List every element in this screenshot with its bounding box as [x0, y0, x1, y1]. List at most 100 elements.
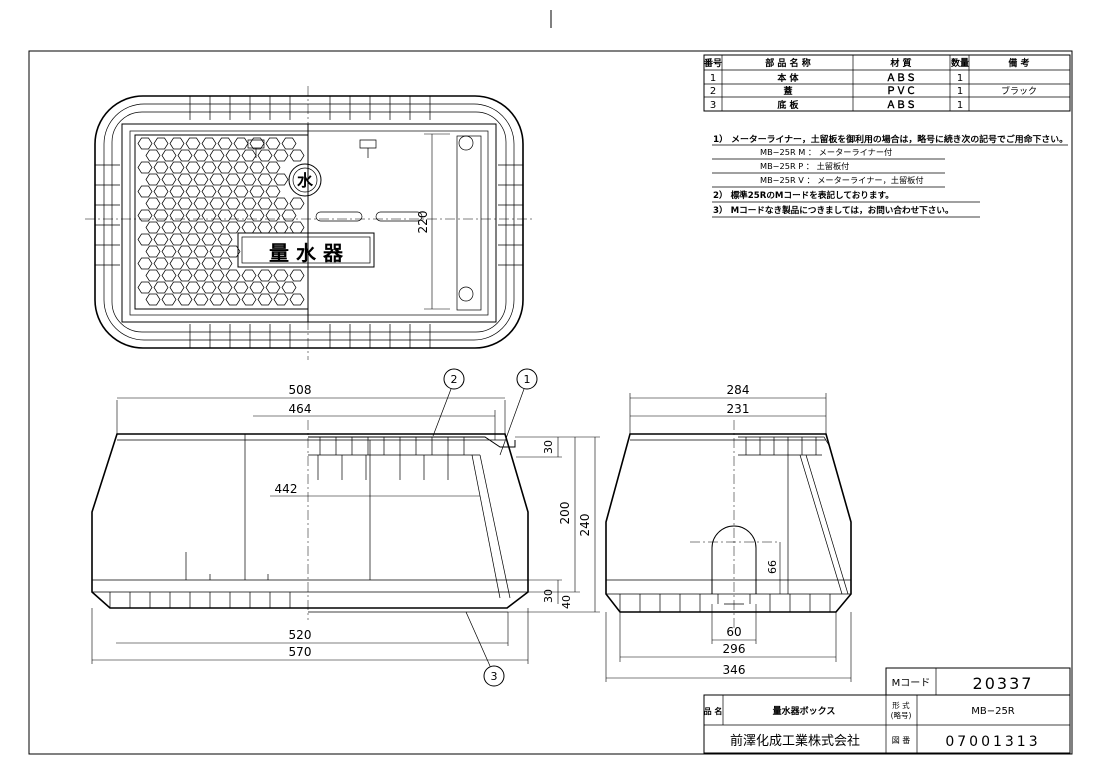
lid-hex-cell: [217, 281, 233, 294]
note-1-v: MB−25R V ： メーターライナー，土留板付: [760, 175, 924, 185]
note-1-p: MB−25R P ： 土留板付: [760, 161, 849, 171]
lid-hex-cell: [249, 161, 265, 174]
model-label-1: 形 式: [892, 700, 910, 710]
parts-header-name: 部 品 名 称: [765, 57, 810, 69]
lid-hex-cell: [289, 149, 305, 162]
parts-table: 番号 部 品 名 称 材 質 数量 備 考 1 本 体 ＡＢＳ 1 2 蓋 ＰＶ…: [703, 54, 1071, 112]
lid-frame: [121, 123, 497, 323]
lid-hex-cell: [209, 197, 225, 210]
lid-hex-cell: [233, 281, 249, 294]
lid-hex-cell: [249, 281, 265, 294]
balloon-1-label: 1: [524, 373, 531, 386]
lid-hex-cell: [265, 137, 281, 150]
lid-hex-cell: [153, 281, 169, 294]
name-label: 品 名: [704, 706, 723, 716]
parts-cell-name: 本 体: [777, 72, 799, 84]
lid-hex-cell: [241, 197, 257, 210]
lid-hex-cell: [185, 281, 201, 294]
lid-hex-cell: [137, 185, 153, 198]
lid-hex-cell: [209, 149, 225, 162]
lid-hex-cell: [153, 257, 169, 270]
lid-hex-cell: [217, 185, 233, 198]
lid-hex-cell: [177, 245, 193, 258]
lid-hex-cell: [217, 257, 233, 270]
lid-hex-cell: [265, 161, 281, 174]
lid-hex-cell: [217, 161, 233, 174]
side-pipe-opening: [711, 525, 757, 594]
lid-hex-cell: [177, 197, 193, 210]
dim-side-346: 346: [723, 663, 746, 677]
lid-hex-cell: [169, 257, 185, 270]
lid-hex-cell: [201, 209, 217, 222]
parts-cell-material: ＡＢＳ: [886, 99, 916, 111]
lid-hex-cell: [209, 293, 225, 306]
table-row: 1 本 体 ＡＢＳ 1: [710, 72, 963, 84]
parts-cell-no: 2: [710, 86, 716, 97]
lid-hex-cell: [249, 185, 265, 198]
top-view-outer: [94, 95, 524, 349]
lid-label-plate: [237, 232, 375, 268]
notes: 1） メーターライナー，土留板を御利用の場合は，略号に続き次の記号でご用命下さい…: [712, 133, 1068, 218]
lid-hex-cell: [169, 209, 185, 222]
lid-hex-cell: [193, 197, 209, 210]
parts-header-remarks: 備 考: [1008, 57, 1029, 69]
lid-hex-cell: [225, 149, 241, 162]
front-body-outline: [91, 433, 529, 609]
drawing-no-label: 図 番: [892, 735, 911, 745]
side-view: 284 231 66 60 296 346: [605, 383, 852, 682]
parts-cell-qty: 1: [957, 100, 963, 111]
note-2: 2） 標準25RのMコードを表記しております。: [713, 189, 894, 201]
lid-hex-cell: [225, 221, 241, 234]
lid-hex-cell: [289, 197, 305, 210]
lid-hex-cell: [201, 137, 217, 150]
lid-hex-cell: [161, 221, 177, 234]
dim-front-30-top: 30: [542, 440, 555, 454]
lid-hex-cell: [169, 185, 185, 198]
lid-hex-cell: [185, 185, 201, 198]
lid-hex-cell: [137, 161, 153, 174]
lid-hex-cell: [185, 137, 201, 150]
dim-side-231: 231: [727, 402, 750, 416]
lid-hex-cell: [225, 269, 241, 282]
water-symbol-text: 水: [297, 171, 314, 190]
lid-hex-cell: [177, 149, 193, 162]
top-ribs-sides: [95, 164, 523, 266]
lid-boss-bottom: [458, 286, 474, 302]
dim-front-520: 520: [289, 628, 312, 642]
dim-front-200: 200: [558, 502, 572, 525]
dim-front-442: 442: [275, 482, 298, 496]
lid-hex-cell: [193, 149, 209, 162]
lid-hex-cell: [265, 185, 281, 198]
lid-hex-cell: [145, 293, 161, 306]
parts-cell-material: ＡＢＳ: [886, 72, 916, 84]
name-value: 量水器ボックス: [773, 705, 836, 717]
top-ribs-bottom: [189, 324, 431, 348]
lid-hex-cell: [233, 161, 249, 174]
balloon-3-label: 3: [491, 670, 498, 683]
table-row: 3 底 板 ＡＢＳ 1: [710, 99, 963, 111]
lid-hex-cell: [201, 233, 217, 246]
lid-hex-cell: [137, 209, 153, 222]
lid-hex-cell: [145, 221, 161, 234]
lid-hex-cell: [217, 233, 233, 246]
lid-boss-top: [458, 135, 474, 151]
lid-hex-cell: [273, 221, 289, 234]
lid-hex-cell: [193, 293, 209, 306]
lid-hex-cell: [145, 149, 161, 162]
title-block: Mコード 20337 品 名 量水器ボックス 形 式 (略号) MB−25R 前…: [703, 667, 1071, 754]
front-view: 508 464 442 520 570 30 200 240 30 40 2: [91, 368, 600, 687]
lid-hex-cell: [265, 281, 281, 294]
lid-hex-cell: [161, 293, 177, 306]
lid-hex-cell: [209, 173, 225, 186]
parts-cell-qty: 1: [957, 86, 963, 97]
parts-cell-no: 3: [710, 100, 716, 111]
lid-hex-cell: [289, 293, 305, 306]
lid-hex-cell: [193, 269, 209, 282]
parts-header-qty: 数量: [951, 57, 969, 69]
lid-hex-cell: [217, 137, 233, 150]
dim-front-464: 464: [289, 402, 312, 416]
lid-hex-cell: [145, 197, 161, 210]
model-value: MB−25R: [971, 706, 1015, 717]
